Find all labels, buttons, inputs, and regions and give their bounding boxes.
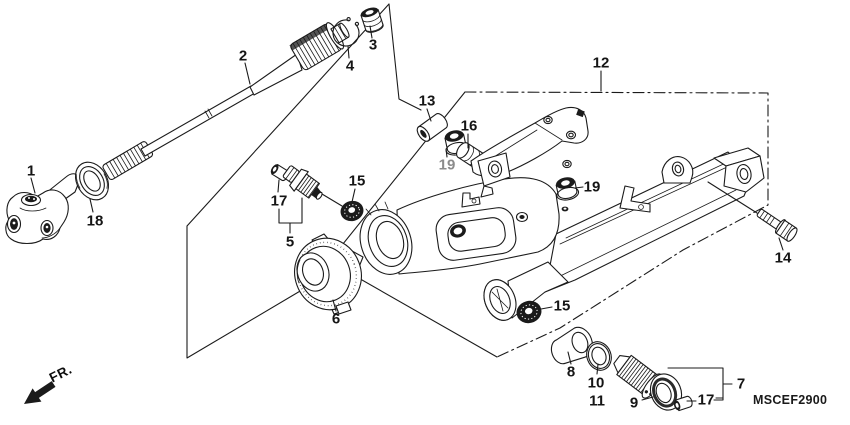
part-label-16[interactable]: 16 — [460, 117, 478, 135]
part-label-17a[interactable]: 17 — [270, 192, 288, 210]
bushing-19b-drawing — [555, 177, 580, 201]
part-label-11[interactable]: 11 — [589, 392, 605, 410]
cup-washer-9-drawing — [649, 373, 683, 411]
part-label-15b[interactable]: 15 — [553, 297, 571, 315]
oil-seal-drawing — [74, 161, 110, 201]
part-label-13[interactable]: 13 — [418, 92, 436, 110]
cap-17b-drawing — [673, 395, 693, 412]
part-label-10[interactable]: 10 — [587, 374, 605, 392]
part-label-12[interactable]: 12 — [592, 54, 610, 72]
part-label-3[interactable]: 3 — [368, 36, 378, 54]
washer-seal-10-11-drawing — [586, 341, 612, 371]
part-label-18[interactable]: 18 — [86, 212, 104, 230]
adjuster-bolt-5-drawing — [282, 165, 323, 200]
swingarm-drawing — [359, 106, 765, 321]
part-label-14[interactable]: 14 — [774, 249, 792, 267]
universal-joint-drawing — [5, 173, 80, 245]
part-label-6[interactable]: 6 — [331, 310, 341, 328]
part-label-19b[interactable]: 19 — [583, 178, 601, 196]
front-direction-arrow — [24, 381, 56, 404]
part-label-4[interactable]: 4 — [345, 57, 355, 75]
diagram-code: MSCEF2900 — [753, 393, 828, 407]
bolt-14-drawing — [756, 208, 798, 242]
part-label-19a[interactable]: 19 — [438, 156, 456, 174]
drive-shaft-drawing — [102, 22, 350, 181]
final-driven-flange-drawing — [294, 233, 364, 315]
ring-plug-drawing — [360, 7, 384, 33]
part-label-1[interactable]: 1 — [26, 162, 36, 180]
part-label-9[interactable]: 9 — [629, 394, 639, 412]
collar-13-drawing — [416, 113, 448, 142]
part-label-5[interactable]: 5 — [285, 233, 295, 251]
collar-8-drawing — [550, 326, 593, 365]
snap-ring-drawing — [332, 17, 360, 47]
part-label-17b[interactable]: 17 — [697, 391, 715, 409]
part-label-7[interactable]: 7 — [736, 375, 746, 393]
driveshaft-group-outline — [186, 3, 422, 359]
lock-nut-15a-drawing — [340, 200, 364, 222]
part-label-8[interactable]: 8 — [566, 363, 576, 381]
part-label-15a[interactable]: 15 — [348, 172, 366, 190]
leader-lines — [30, 25, 784, 402]
part-label-2[interactable]: 2 — [238, 47, 248, 65]
lock-nut-15b-drawing — [516, 300, 542, 324]
